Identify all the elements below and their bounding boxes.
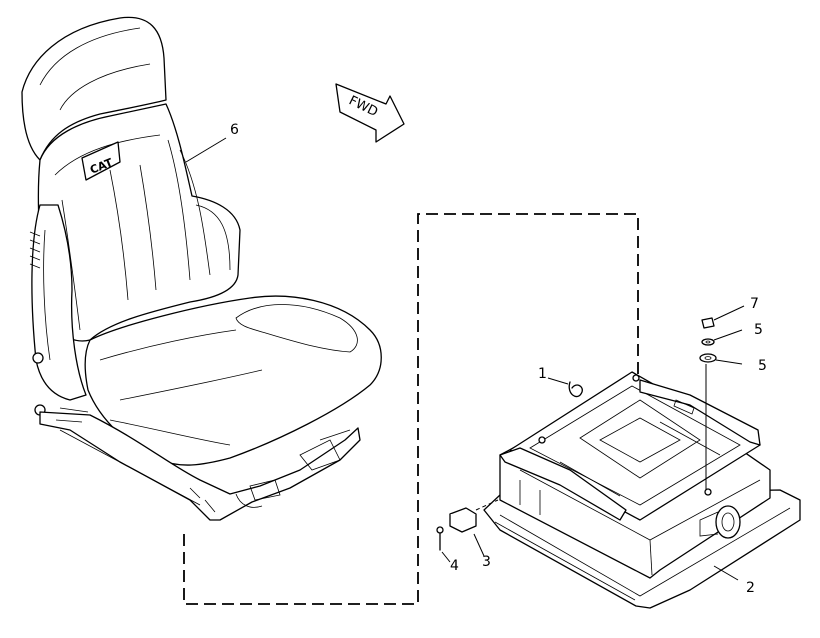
part-5-washer-upper bbox=[701, 329, 743, 346]
part-1-clip bbox=[547, 377, 583, 398]
seat-base-rails bbox=[39, 411, 361, 521]
callout-2: 2 bbox=[746, 580, 755, 596]
part-4-pin bbox=[436, 526, 451, 563]
fwd-arrow-shape bbox=[335, 83, 405, 143]
callout-4: 4 bbox=[450, 558, 459, 574]
seat-assembly: CAT bbox=[21, 16, 382, 521]
callout-6: 6 bbox=[230, 122, 239, 138]
part-3-latch bbox=[449, 507, 485, 557]
height-adjust-knob bbox=[699, 505, 741, 539]
seat-cushion bbox=[84, 295, 382, 466]
leader-part-6 bbox=[185, 137, 227, 163]
assembly-path-line bbox=[183, 213, 639, 605]
callout-3: 3 bbox=[482, 554, 491, 570]
part-7-bolt bbox=[701, 305, 745, 329]
callout-1: 1 bbox=[538, 366, 547, 382]
part-5-washer-lower bbox=[699, 353, 743, 365]
seat-side-panel bbox=[31, 204, 87, 401]
leader-part-2 bbox=[713, 565, 739, 581]
callout-5-lower: 5 bbox=[758, 358, 767, 374]
seat-suspension-base bbox=[483, 371, 801, 609]
callout-7: 7 bbox=[750, 296, 759, 312]
fwd-direction-arrow: FWD bbox=[335, 83, 405, 143]
callouts: 6 1 7 5 5 3 4 2 bbox=[230, 122, 767, 596]
callout-5-upper: 5 bbox=[754, 322, 763, 338]
